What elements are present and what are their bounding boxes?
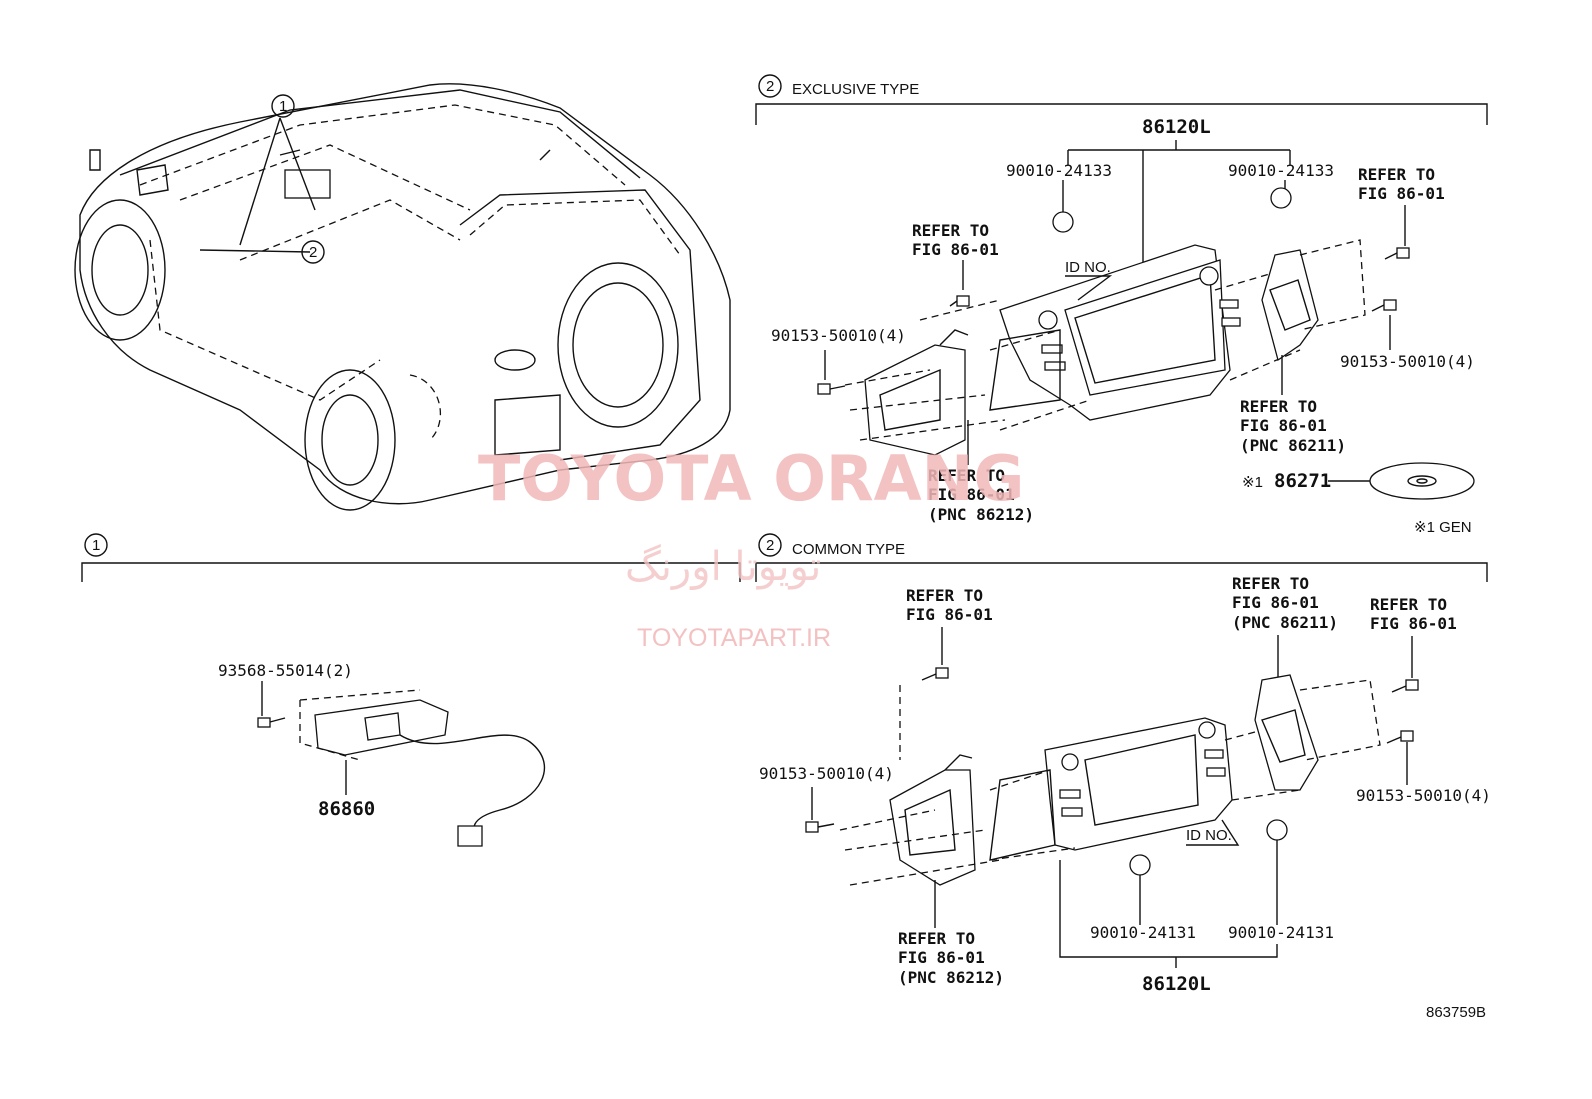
svg-text:TOYOTA ORANG: TOYOTA ORANG xyxy=(478,442,1024,515)
svg-text:2: 2 xyxy=(766,537,774,554)
common-assembly-label: 86120L xyxy=(1142,973,1211,995)
svg-text:1: 1 xyxy=(92,537,100,554)
diagram-id: 863759B xyxy=(1426,1004,1486,1021)
common-screw-left xyxy=(805,821,835,833)
svg-text:(PNC 86211): (PNC 86211) xyxy=(1240,436,1346,455)
exclusive-screw-left xyxy=(817,383,846,395)
exclusive-assembly-label: 86120L xyxy=(1142,116,1211,138)
svg-text:REFER TO: REFER TO xyxy=(1240,397,1317,416)
common-type-header: 2 COMMON TYPE xyxy=(755,533,1488,582)
callout-1-vehicle: 1 xyxy=(271,94,295,118)
exclusive-screw-left-label: 90153-50010(4) xyxy=(771,326,906,345)
svg-text:2: 2 xyxy=(309,244,317,261)
svg-text:REFER TO: REFER TO xyxy=(912,221,989,240)
svg-text:FIG 86-01: FIG 86-01 xyxy=(898,948,985,967)
exclusive-screw-right xyxy=(1371,299,1397,312)
svg-text:FIG 86-01: FIG 86-01 xyxy=(912,240,999,259)
svg-text:TOYOTAPART.IR: TOYOTAPART.IR xyxy=(637,624,831,652)
svg-text:FIG 86-01: FIG 86-01 xyxy=(1358,184,1445,203)
vehicle-illustration xyxy=(74,83,731,511)
section-1-header: 1 xyxy=(81,533,741,582)
exclusive-bracket-left xyxy=(864,329,969,456)
common-screw-left-label: 90153-50010(4) xyxy=(759,764,894,783)
exclusive-type-title: EXCLUSIVE TYPE xyxy=(792,81,919,98)
gen-note: ※1 GEN xyxy=(1414,519,1472,536)
common-head-unit xyxy=(989,717,1233,861)
svg-text:2: 2 xyxy=(766,78,774,95)
svg-text:FIG 86-01: FIG 86-01 xyxy=(906,605,993,624)
section1-screw xyxy=(257,717,286,728)
svg-text:(PNC 86212): (PNC 86212) xyxy=(928,505,1034,524)
svg-text:FIG 86-01: FIG 86-01 xyxy=(928,485,1015,504)
common-screw-right-label: 90153-50010(4) xyxy=(1356,786,1491,805)
svg-text:(PNC 86212): (PNC 86212) xyxy=(898,968,1004,987)
common-knob-right-label: 90010-24131 xyxy=(1228,923,1334,942)
section1-screw-label: 93568-55014(2) xyxy=(218,661,353,680)
common-screw-top-left xyxy=(921,667,949,681)
svg-text:FIG 86-01: FIG 86-01 xyxy=(1240,416,1327,435)
svg-text:REFER TO: REFER TO xyxy=(928,466,1005,485)
common-id-no-label: ID NO. xyxy=(1186,827,1232,844)
exclusive-type-header: 2 EXCLUSIVE TYPE xyxy=(755,74,1488,125)
exclusive-knob-right xyxy=(1270,187,1292,209)
svg-text:REFER TO: REFER TO xyxy=(1358,165,1435,184)
callout-2-vehicle: 2 xyxy=(301,240,325,264)
exclusive-bracket-right xyxy=(1261,249,1319,362)
watermark: TOYOTA ORANG تویوتا اورنگ TOYOTAPART.IR xyxy=(478,442,1024,652)
exclusive-screw-right-label: 90153-50010(4) xyxy=(1340,352,1475,371)
exclusive-knob-right-label: 90010-24133 xyxy=(1228,161,1334,180)
common-knob-right xyxy=(1266,819,1288,841)
svg-text:FIG 86-01: FIG 86-01 xyxy=(1370,614,1457,633)
common-bracket-left xyxy=(889,754,976,886)
navigation-disc xyxy=(1369,462,1475,500)
common-screw-right xyxy=(1386,730,1414,744)
section1-unit-label: 86860 xyxy=(318,798,375,820)
common-knob-left xyxy=(1129,854,1151,876)
common-bracket-right xyxy=(1254,674,1319,791)
common-type-title: COMMON TYPE xyxy=(792,541,905,558)
antenna-unit xyxy=(299,689,546,847)
svg-text:1: 1 xyxy=(279,98,287,115)
svg-text:REFER TO: REFER TO xyxy=(1232,574,1309,593)
svg-text:FIG 86-01: FIG 86-01 xyxy=(1232,593,1319,612)
exclusive-screw-top-right xyxy=(1384,247,1410,260)
common-screw-top-right xyxy=(1391,679,1419,693)
svg-text:(PNC 86211): (PNC 86211) xyxy=(1232,613,1338,632)
svg-text:REFER TO: REFER TO xyxy=(1370,595,1447,614)
exclusive-id-no-label: ID NO. xyxy=(1065,259,1111,276)
exclusive-knob-left-label: 90010-24133 xyxy=(1006,161,1112,180)
exclusive-head-unit xyxy=(989,244,1241,421)
exclusive-screw-top-left xyxy=(949,295,970,307)
svg-text:REFER TO: REFER TO xyxy=(906,586,983,605)
common-knob-left-label: 90010-24131 xyxy=(1090,923,1196,942)
exclusive-knob-left xyxy=(1052,211,1074,233)
exclusive-disc-label: 86271 xyxy=(1274,470,1331,492)
svg-text:REFER TO: REFER TO xyxy=(898,929,975,948)
svg-text:تویوتا اورنگ: تویوتا اورنگ xyxy=(625,544,821,590)
svg-text:※1: ※1 xyxy=(1242,474,1263,491)
